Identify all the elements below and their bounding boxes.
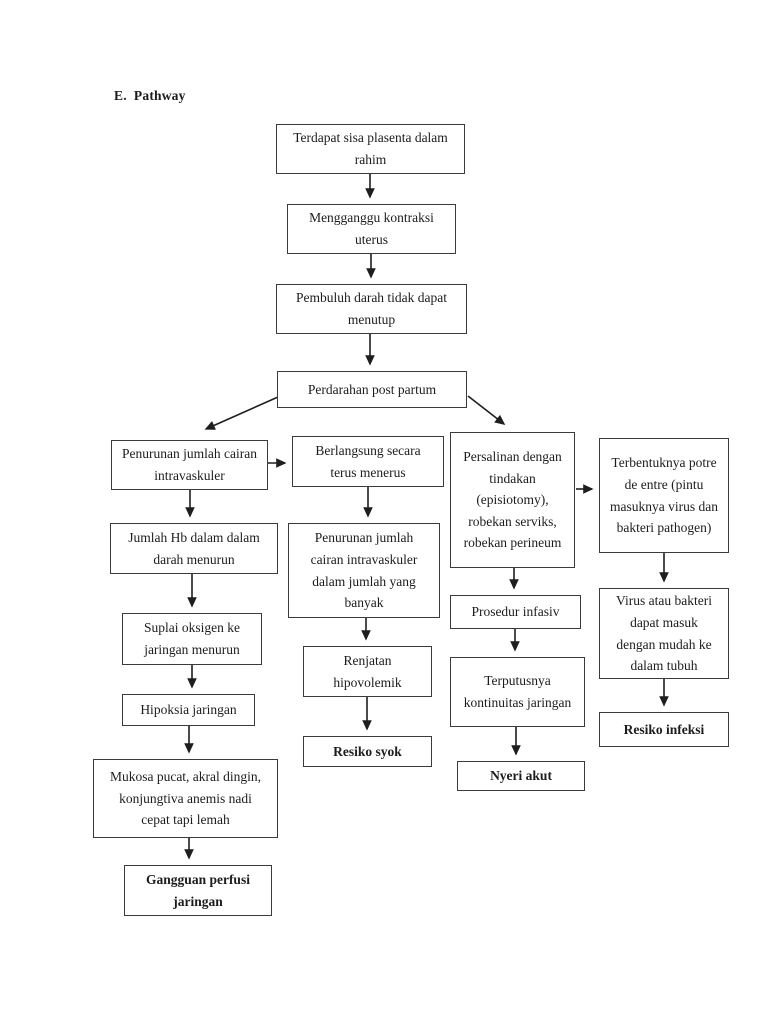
node-resiko-syok: Resiko syok xyxy=(303,736,432,767)
node-terdapat-sisa-plasenta: Terdapat sisa plasenta dalam rahim xyxy=(276,124,465,174)
node-nyeri-akut: Nyeri akut xyxy=(457,761,585,791)
node-virus-bakteri-masuk: Virus atau bakteri dapat masuk dengan mu… xyxy=(599,588,729,679)
node-perdarahan-post-partum: Perdarahan post partum xyxy=(277,371,467,408)
node-hipoksia-jaringan: Hipoksia jaringan xyxy=(122,694,255,726)
page-title: E. Pathway xyxy=(114,88,186,103)
node-resiko-infeksi: Resiko infeksi xyxy=(599,712,729,747)
node-renjatan-hipovolemik: Renjatan hipovolemik xyxy=(303,646,432,697)
node-penurunan-cairan: Penurunan jumlah cairan intravaskuler xyxy=(111,440,268,490)
node-jumlah-hb: Jumlah Hb dalam dalam darah menurun xyxy=(110,523,278,574)
node-mukosa-pucat: Mukosa pucat, akral dingin, konjungtiva … xyxy=(93,759,278,838)
node-berlangsung-terus: Berlangsung secara terus menerus xyxy=(292,436,444,487)
node-suplai-oksigen: Suplai oksigen ke jaringan menurun xyxy=(122,613,262,665)
node-mengganggu-kontraksi: Mengganggu kontraksi uterus xyxy=(287,204,456,254)
node-pembuluh-darah: Pembuluh darah tidak dapat menutup xyxy=(276,284,467,334)
node-potre-de-entre: Terbentuknya potre de entre (pintu masuk… xyxy=(599,438,729,553)
node-prosedur-infasiv: Prosedur infasiv xyxy=(450,595,581,629)
node-gangguan-perfusi: Gangguan perfusi jaringan xyxy=(124,865,272,916)
node-penurunan-cairan-banyak: Penurunan jumlah cairan intravaskuler da… xyxy=(288,523,440,618)
node-persalinan-tindakan: Persalinan dengan tindakan (episiotomy),… xyxy=(450,432,575,568)
node-terputusnya-kontinuitas: Terputusnya kontinuitas jaringan xyxy=(450,657,585,727)
